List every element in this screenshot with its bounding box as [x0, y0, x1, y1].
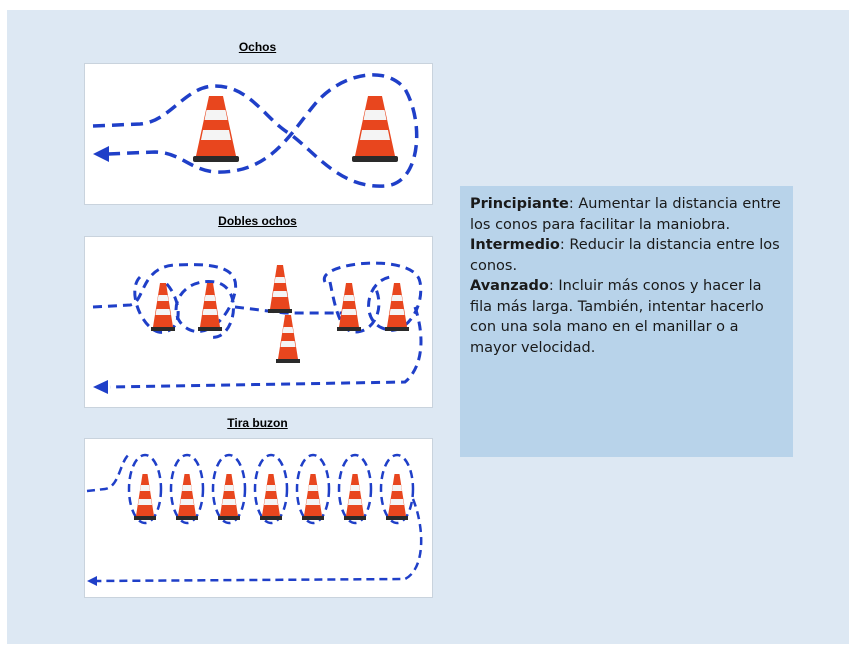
- level-avanzado: Avanzado: Incluir más conos y hacer la f…: [470, 276, 783, 358]
- cone: [151, 283, 175, 331]
- arrow-head: [93, 380, 108, 394]
- level-text: : Aumentar la distancia entre los conos …: [470, 196, 781, 233]
- cone: [276, 315, 300, 363]
- arrow-head: [87, 576, 97, 586]
- cone: [337, 283, 361, 331]
- cone: [344, 474, 366, 520]
- level-text: : Incluir más conos y hacer la fila más …: [470, 278, 764, 356]
- path-entry: [92, 73, 419, 188]
- panel-tira-buzon: [84, 438, 433, 598]
- cone: [386, 474, 408, 520]
- difficulty-levels-box: Principiante: Aumentar la distancia entr…: [460, 186, 793, 457]
- level-label: Intermedio: [470, 237, 560, 253]
- tira-buzon-diagram: [86, 452, 423, 586]
- level-label: Principiante: [470, 196, 569, 212]
- cone: [198, 283, 222, 331]
- panel-title-ochos: Ochos: [238, 40, 277, 54]
- level-text: : Reducir la distancia entre los conos.: [470, 237, 780, 274]
- panel-title-tira-buzon: Tira buzon: [227, 416, 288, 430]
- cone: [134, 474, 156, 520]
- arrow-head: [93, 146, 109, 162]
- dobles-ochos-diagram: [92, 261, 423, 394]
- cone: [268, 265, 292, 313]
- path-entry: [86, 452, 131, 493]
- panel-dobles-ochos: [84, 236, 433, 408]
- cone: [302, 474, 324, 520]
- level-intermedio: Intermedio: Reducir la distancia entre l…: [470, 235, 783, 276]
- cone: [385, 283, 409, 331]
- ochos-diagram: [92, 73, 419, 188]
- cone: [218, 474, 240, 520]
- panel-ochos: [84, 63, 433, 205]
- cone: [260, 474, 282, 520]
- level-principiante: Principiante: Aumentar la distancia entr…: [470, 194, 783, 235]
- panel-title-dobles-ochos: Dobles ochos: [218, 214, 297, 228]
- cone: [193, 96, 239, 162]
- cone: [176, 474, 198, 520]
- cone: [352, 96, 398, 162]
- level-label: Avanzado: [470, 278, 549, 294]
